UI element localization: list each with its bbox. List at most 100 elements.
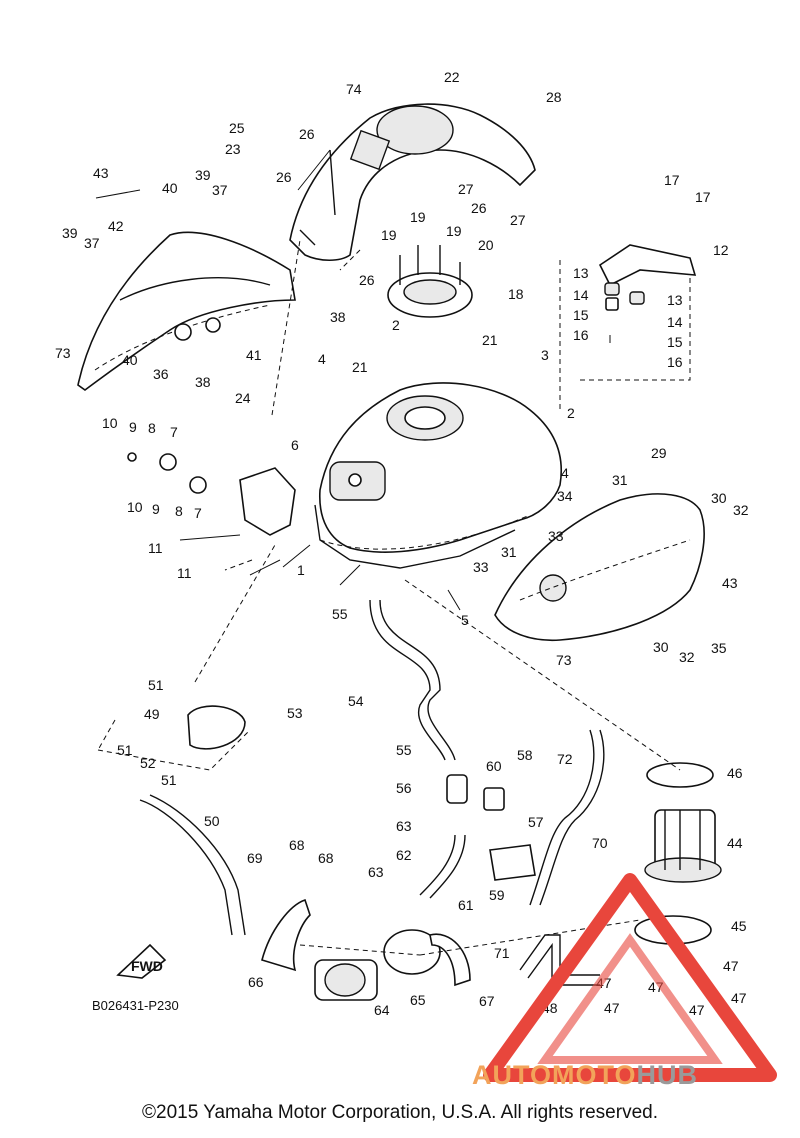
breather-hose — [379, 599, 456, 761]
charcoal-canister — [314, 959, 378, 1001]
callout-37: 37 — [84, 235, 100, 251]
fuel-pump-assembly — [644, 809, 722, 883]
callout-57: 57 — [528, 814, 544, 830]
callout-40: 40 — [162, 180, 178, 196]
callout-8: 8 — [175, 503, 183, 519]
copyright-notice: ©2015 Yamaha Motor Corporation, U.S.A. A… — [142, 1102, 658, 1123]
callout-37: 37 — [212, 182, 228, 198]
fwd-arrow-icon: FWD — [116, 943, 167, 979]
callout-63: 63 — [368, 864, 384, 880]
callout-25: 25 — [229, 120, 245, 136]
callout-22: 22 — [444, 69, 460, 85]
callout-26: 26 — [359, 272, 375, 288]
callout-1: 1 — [297, 562, 305, 578]
callout-21: 21 — [352, 359, 368, 375]
fuel-cap-assembly — [387, 245, 473, 318]
callout-69: 69 — [247, 850, 263, 866]
callout-30: 30 — [711, 490, 727, 506]
callout-55: 55 — [332, 606, 348, 622]
callout-44: 44 — [727, 835, 743, 851]
callout-7: 7 — [170, 424, 178, 440]
callout-2: 2 — [567, 405, 575, 421]
callout-5: 5 — [461, 612, 469, 628]
callout-63: 63 — [396, 818, 412, 834]
callout-47: 47 — [689, 1002, 705, 1018]
fuel-delivery-pipe — [519, 934, 600, 976]
callout-26: 26 — [471, 200, 487, 216]
callout-28: 28 — [546, 89, 562, 105]
callout-58: 58 — [517, 747, 533, 763]
callout-31: 31 — [612, 472, 628, 488]
callout-27: 27 — [510, 212, 526, 228]
callout-11: 11 — [148, 540, 163, 556]
callout-65: 65 — [410, 992, 426, 1008]
callout-73: 73 — [55, 345, 71, 361]
callout-11: 11 — [177, 565, 192, 581]
callout-45: 45 — [731, 918, 747, 934]
callout-27: 27 — [458, 181, 474, 197]
callout-19: 19 — [446, 223, 462, 239]
callout-55: 55 — [396, 742, 412, 758]
callout-24: 24 — [235, 390, 251, 406]
callout-18: 18 — [508, 286, 524, 302]
callout-13: 13 — [667, 292, 683, 308]
callout-51: 51 — [117, 742, 133, 758]
callout-66: 66 — [248, 974, 264, 990]
callout-38: 38 — [330, 309, 346, 325]
watermark-text-part1: AUTOMOTO — [472, 1060, 637, 1090]
callout-26: 26 — [299, 126, 315, 142]
callout-70: 70 — [592, 835, 608, 851]
callout-17: 17 — [664, 172, 680, 188]
callout-47: 47 — [723, 958, 739, 974]
watermark-triangle-icon — [483, 873, 777, 1082]
callout-41: 41 — [246, 347, 262, 363]
callout-16: 16 — [667, 354, 683, 370]
callout-33: 33 — [548, 528, 564, 544]
callout-13: 13 — [573, 265, 589, 281]
callout-56: 56 — [396, 780, 412, 796]
callout-17: 17 — [695, 189, 711, 205]
callout-26: 26 — [276, 169, 292, 185]
callout-6: 6 — [291, 437, 299, 453]
right-side-cover — [494, 493, 705, 642]
callout-51: 51 — [148, 677, 164, 693]
side-cover-bracket — [598, 244, 697, 287]
callout-9: 9 — [152, 501, 160, 517]
callout-62: 62 — [396, 847, 412, 863]
callout-61: 61 — [458, 897, 474, 913]
callout-4: 4 — [318, 351, 326, 367]
callout-54: 54 — [348, 693, 364, 709]
callout-10: 10 — [102, 415, 118, 431]
callout-46: 46 — [727, 765, 743, 781]
callout-43: 43 — [722, 575, 738, 591]
callout-68: 68 — [289, 837, 305, 853]
callout-29: 29 — [651, 445, 667, 461]
callout-19: 19 — [381, 227, 397, 243]
callout-59: 59 — [489, 887, 505, 903]
callout-49: 49 — [144, 706, 160, 722]
callout-8: 8 — [148, 420, 156, 436]
callout-3: 3 — [541, 347, 549, 363]
watermark-text-part2: HUB — [636, 1060, 699, 1090]
callout-64: 64 — [374, 1002, 390, 1018]
callout-32: 32 — [679, 649, 695, 665]
callout-20: 20 — [478, 237, 494, 253]
hose-joint — [187, 705, 246, 750]
callout-16: 16 — [573, 327, 589, 343]
callout-33: 33 — [473, 559, 489, 575]
callout-15: 15 — [667, 334, 683, 350]
callout-31: 31 — [501, 544, 517, 560]
callout-52: 52 — [140, 755, 156, 771]
callout-43: 43 — [93, 165, 109, 181]
callout-23: 23 — [225, 141, 241, 157]
callout-36: 36 — [153, 366, 169, 382]
callout-72: 72 — [557, 751, 573, 767]
callout-47: 47 — [731, 990, 747, 1006]
callout-32: 32 — [733, 502, 749, 518]
callout-7: 7 — [194, 505, 202, 521]
callout-39: 39 — [195, 167, 211, 183]
callout-38: 38 — [195, 374, 211, 390]
diagram-code: B026431-P230 — [92, 998, 179, 1013]
callout-47: 47 — [604, 1000, 620, 1016]
